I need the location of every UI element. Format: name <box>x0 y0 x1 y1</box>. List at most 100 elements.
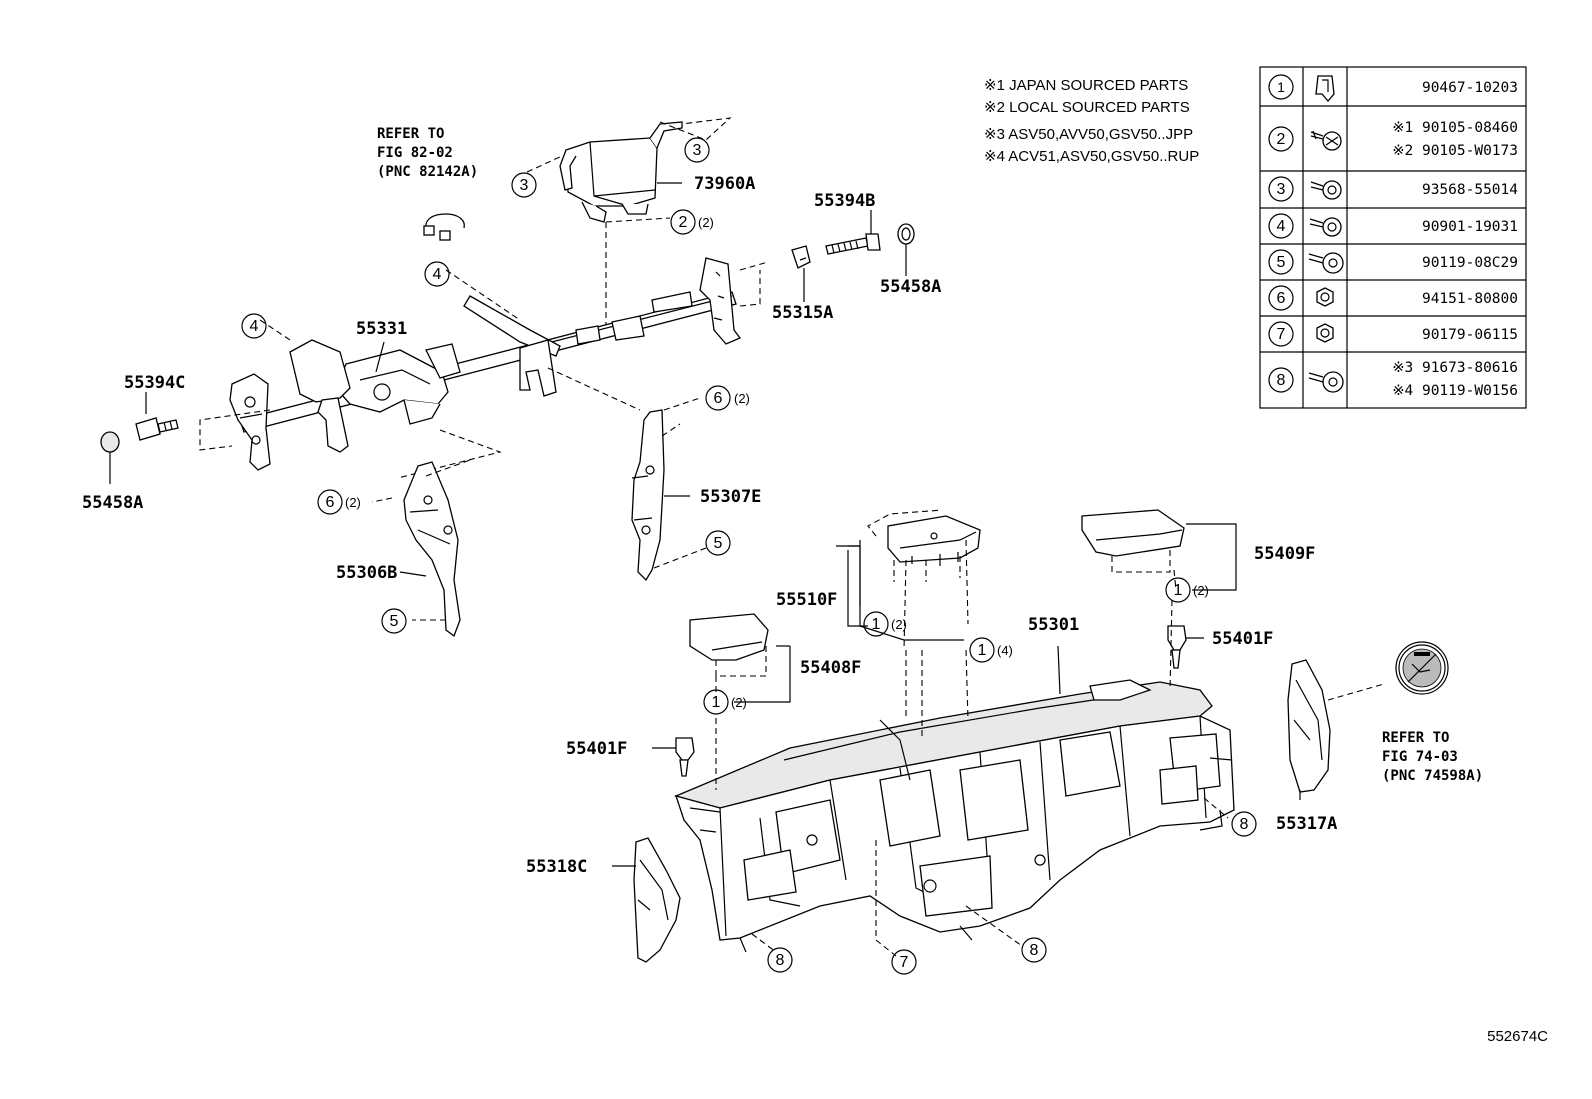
callout: 4 <box>424 261 450 287</box>
clip-55401F-right <box>1167 625 1204 669</box>
svg-text:1: 1 <box>1174 582 1183 599</box>
part-label: 73960A <box>694 174 755 194</box>
cap-55458A <box>897 223 915 276</box>
row-number: 7 <box>1277 326 1286 343</box>
figure-id: 552674C <box>1487 1028 1548 1045</box>
part-label: 55394B <box>814 191 875 211</box>
svg-text:(4): (4) <box>997 643 1013 658</box>
part-number: ※2 90105-W0173 <box>1392 143 1518 159</box>
warning-label-icon <box>1395 641 1449 695</box>
svg-text:3: 3 <box>520 177 529 194</box>
part-label: 55408F <box>800 658 861 678</box>
callout: 2 (2) <box>670 209 714 235</box>
part-label: 55401F <box>1212 629 1273 649</box>
callout: 5 <box>705 530 731 556</box>
svg-text:(2): (2) <box>1193 583 1209 598</box>
part-label: 55307E <box>700 487 761 507</box>
row-number: 6 <box>1277 290 1286 307</box>
svg-text:8: 8 <box>1030 942 1039 959</box>
svg-text:REFER TO: REFER TO <box>1382 730 1449 746</box>
callout: 3 <box>511 172 537 198</box>
callout-circle-1 <box>1268 74 1294 100</box>
reference-note-fig-82-02: REFER TO FIG 82-02 (PNC 82142A) <box>377 126 478 241</box>
callout: 8 <box>1231 811 1257 837</box>
part-label: 55409F <box>1254 544 1315 564</box>
part-number: ※1 90105-08460 <box>1392 120 1518 136</box>
part-number: 93568-55014 <box>1422 182 1518 198</box>
table-row: 2 ※1 90105-08460 ※2 90105-W0173 <box>1268 120 1518 159</box>
bolt-icon <box>1308 252 1344 274</box>
brace-55307E <box>631 397 707 582</box>
svg-text:(2): (2) <box>734 391 750 406</box>
callout: 3 <box>684 137 710 163</box>
part-number: 90467-10203 <box>1422 80 1518 96</box>
part-number: 94151-80800 <box>1422 291 1518 307</box>
svg-text:5: 5 <box>390 613 399 630</box>
svg-text:※1 JAPAN SOURCED PARTS: ※1 JAPAN SOURCED PARTS <box>984 77 1188 94</box>
nut-icon <box>1316 323 1334 343</box>
row-number: 5 <box>1277 254 1286 271</box>
svg-text:(PNC 82142A): (PNC 82142A) <box>377 164 478 180</box>
bolt-icon <box>1309 217 1342 237</box>
table-row: 1 90467-10203 <box>1268 74 1518 102</box>
clip-55401F-left <box>652 737 695 777</box>
reference-note-fig-74-03: REFER TO FIG 74-03 (PNC 74598A) <box>1382 730 1483 784</box>
instrument-panel-reinforcement-55331 <box>199 257 769 479</box>
svg-text:1: 1 <box>872 616 881 633</box>
clip-55315A <box>791 245 811 302</box>
svg-text:2: 2 <box>679 214 688 231</box>
table-row: 5 90119-08C29 <box>1268 249 1518 275</box>
svg-text:3: 3 <box>693 142 702 159</box>
wire-harness-icon <box>423 213 465 241</box>
part-label: 55394C <box>124 373 185 393</box>
part-number: ※3 91673-80616 <box>1392 360 1518 376</box>
bolt-icon <box>1310 180 1342 200</box>
callout: 1 (2) <box>1165 577 1209 603</box>
side-cover-55317A <box>1287 659 1385 800</box>
part-label: 55317A <box>1276 814 1337 834</box>
callout: 8 <box>1021 937 1047 963</box>
center-cover-55510F <box>836 509 981 651</box>
svg-text:(2): (2) <box>731 695 747 710</box>
part-number: ※4 90119-W0156 <box>1392 383 1518 399</box>
callout: 6 (2) <box>705 385 750 411</box>
callout: 1 (2) <box>703 689 747 715</box>
part-label: 55401F <box>566 739 627 759</box>
svg-text:5: 5 <box>714 535 723 552</box>
nut-icon <box>1316 287 1334 307</box>
bolt-55394C <box>135 392 179 441</box>
svg-text:※3 ASV50,AVV50,GSV50..JPP: ※3 ASV50,AVV50,GSV50..JPP <box>984 126 1193 143</box>
cap-55458A <box>100 431 120 484</box>
row-number: 4 <box>1277 218 1286 235</box>
svg-text:FIG 82-02: FIG 82-02 <box>377 145 453 161</box>
table-row: 7 90179-06115 <box>1268 321 1518 347</box>
leader-line <box>847 550 868 627</box>
right-cover-55409F <box>1081 509 1237 591</box>
row-number: 1 <box>1277 79 1285 95</box>
row-number: 8 <box>1277 372 1286 389</box>
part-label: 55510F <box>776 590 837 610</box>
table-row: 3 93568-55014 <box>1268 176 1518 202</box>
callout: 1 (2) <box>863 611 907 637</box>
table-row: 8 ※3 91673-80616 ※4 90119-W0156 <box>1268 360 1518 399</box>
part-label: 55331 <box>356 319 407 339</box>
row-number: 3 <box>1277 181 1286 198</box>
svg-text:6: 6 <box>326 494 335 511</box>
svg-text:8: 8 <box>1240 816 1249 833</box>
bolt-55394B <box>825 210 881 255</box>
part-number: 90179-06115 <box>1422 327 1518 343</box>
svg-text:1: 1 <box>978 642 987 659</box>
instrument-panel-55301 <box>674 599 1235 957</box>
callout: 7 <box>891 949 917 975</box>
callout: 6 (2) <box>317 489 361 515</box>
sourcing-notes: ※1 JAPAN SOURCED PARTS ※2 LOCAL SOURCED … <box>984 77 1199 165</box>
knee-airbag-73960A <box>526 117 732 338</box>
svg-text:※2 LOCAL SOURCED PARTS: ※2 LOCAL SOURCED PARTS <box>984 99 1190 116</box>
svg-text:※4 ACV51,ASV50,GSV50..RUP: ※4 ACV51,ASV50,GSV50..RUP <box>984 148 1199 165</box>
svg-text:8: 8 <box>776 952 785 969</box>
clip-icon <box>1315 75 1335 102</box>
side-cover-55318C <box>612 837 681 963</box>
svg-text:1: 1 <box>712 694 721 711</box>
part-number: 90901-19031 <box>1422 219 1518 235</box>
